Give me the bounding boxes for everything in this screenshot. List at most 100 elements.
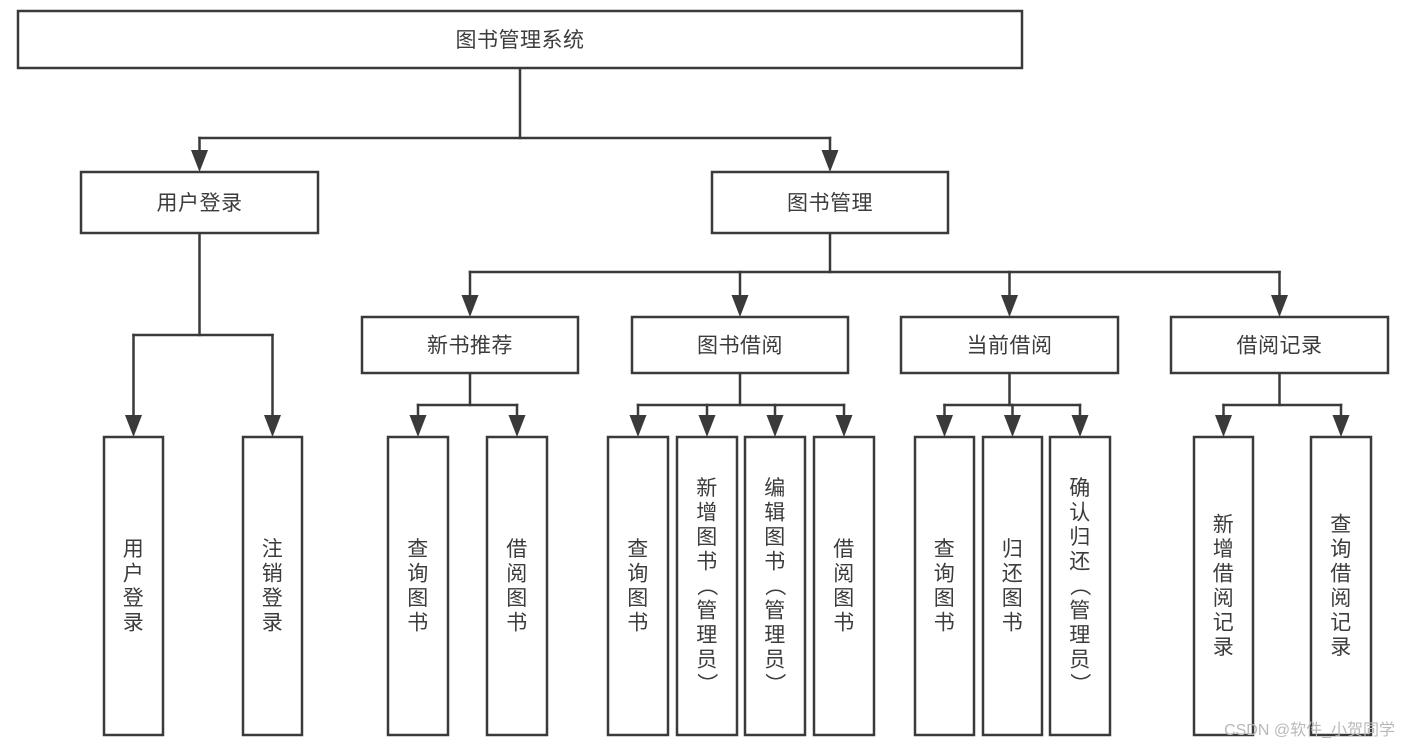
node-label-char: 录 bbox=[262, 612, 284, 635]
node-label-char: 录 bbox=[1330, 636, 1352, 659]
node-box-leaf-borrow-book[interactable] bbox=[812, 435, 876, 737]
connector-arrowhead bbox=[766, 415, 784, 437]
node-label-char: 图 bbox=[696, 526, 718, 549]
node-box-leaf-query-book-rec[interactable] bbox=[386, 435, 450, 737]
connector-arrowhead bbox=[698, 415, 716, 437]
node-label-leaf-logout: 注销登录 bbox=[262, 538, 284, 635]
node-label-root: 图书管理系统 bbox=[456, 29, 585, 52]
node-label-char: 书 bbox=[764, 550, 786, 573]
node-leaf-borrow-book[interactable]: 借阅图书 bbox=[812, 435, 876, 737]
node-borrow-record[interactable]: 借阅记录 bbox=[1169, 315, 1390, 375]
connector-arrowhead bbox=[1004, 415, 1021, 437]
node-label-char: 归 bbox=[1069, 526, 1091, 549]
node-label-char: 管 bbox=[1069, 599, 1091, 622]
node-label-char: 记 bbox=[1213, 612, 1235, 635]
node-box-user-login[interactable] bbox=[79, 170, 320, 235]
node-leaf-query-book-cur[interactable]: 查询图书 bbox=[913, 435, 976, 737]
node-layer: 图书管理系统用户登录图书管理新书推荐图书借阅当前借阅借阅记录用户登录注销登录查询… bbox=[16, 9, 1390, 737]
node-label-char: 阅 bbox=[1213, 587, 1235, 610]
node-label-char: 询 bbox=[627, 563, 649, 586]
node-label-char: 认 bbox=[1069, 501, 1091, 524]
node-book-borrow[interactable]: 图书借阅 bbox=[630, 315, 850, 375]
node-box-leaf-confirm-return[interactable] bbox=[1048, 435, 1112, 737]
node-label-char: 增 bbox=[696, 501, 718, 524]
connector-arrowhead bbox=[1071, 415, 1089, 437]
node-leaf-return-book[interactable]: 归还图书 bbox=[981, 435, 1044, 737]
node-label-char: 借 bbox=[1213, 563, 1235, 586]
connector-arrowhead bbox=[508, 415, 526, 437]
node-box-current-borrow[interactable] bbox=[899, 315, 1120, 375]
node-box-leaf-query-record[interactable] bbox=[1309, 435, 1373, 737]
node-label-char: 图 bbox=[407, 587, 429, 610]
node-label-char: 员 bbox=[1069, 648, 1091, 671]
node-label-leaf-query-book-cur: 查询图书 bbox=[934, 538, 956, 635]
node-label-char: 查 bbox=[934, 538, 956, 561]
connector-arrowhead bbox=[731, 295, 749, 317]
node-label-book-borrow: 图书借阅 bbox=[697, 335, 783, 358]
node-label-char: 管 bbox=[764, 599, 786, 622]
node-label-leaf-query-book-borrow: 查询图书 bbox=[627, 538, 649, 635]
node-box-book-manage[interactable] bbox=[710, 170, 950, 235]
node-box-leaf-query-book-borrow[interactable] bbox=[606, 435, 670, 737]
node-current-borrow[interactable]: 当前借阅 bbox=[899, 315, 1120, 375]
node-box-leaf-add-record[interactable] bbox=[1192, 435, 1255, 737]
node-label-char: 录 bbox=[123, 612, 145, 635]
node-label-char: 书 bbox=[833, 612, 855, 635]
node-leaf-add-book[interactable]: 新增图书（管理员） bbox=[675, 435, 739, 737]
node-label-char: 增 bbox=[1213, 538, 1235, 561]
node-label-current-borrow: 当前借阅 bbox=[967, 335, 1053, 358]
node-label-char: 书 bbox=[506, 612, 528, 635]
node-label-char: 询 bbox=[934, 563, 956, 586]
node-label-char: 借 bbox=[1330, 563, 1352, 586]
node-leaf-confirm-return[interactable]: 确认归还（管理员） bbox=[1048, 435, 1112, 737]
node-leaf-edit-book[interactable]: 编辑图书（管理员） bbox=[743, 435, 807, 737]
node-box-leaf-query-book-cur[interactable] bbox=[913, 435, 976, 737]
node-leaf-logout[interactable]: 注销登录 bbox=[241, 435, 304, 737]
node-label-char: 书 bbox=[1002, 612, 1024, 635]
connector-arrowhead bbox=[461, 295, 479, 317]
node-label-leaf-user-login: 用户登录 bbox=[123, 538, 145, 635]
node-box-leaf-logout[interactable] bbox=[241, 435, 304, 737]
node-label-char: 阅 bbox=[506, 563, 528, 586]
node-label-char: 管 bbox=[696, 599, 718, 622]
node-label-char: 书 bbox=[696, 550, 718, 573]
node-label-book-manage: 图书管理 bbox=[787, 192, 873, 215]
node-leaf-borrow-book-rec[interactable]: 借阅图书 bbox=[485, 435, 549, 737]
node-label-leaf-borrow-book: 借阅图书 bbox=[833, 538, 855, 635]
node-root[interactable]: 图书管理系统 bbox=[16, 9, 1024, 70]
node-box-leaf-return-book[interactable] bbox=[981, 435, 1044, 737]
node-box-borrow-record[interactable] bbox=[1169, 315, 1390, 375]
node-box-new-book-rec[interactable] bbox=[360, 315, 580, 375]
node-label-leaf-return-book: 归还图书 bbox=[1002, 538, 1024, 635]
node-label-char: 记 bbox=[1330, 612, 1352, 635]
connector-arrowhead bbox=[191, 150, 208, 172]
node-label-char: 图 bbox=[833, 587, 855, 610]
node-book-manage[interactable]: 图书管理 bbox=[710, 170, 950, 235]
node-leaf-query-book-borrow[interactable]: 查询图书 bbox=[606, 435, 670, 737]
node-leaf-query-record[interactable]: 查询借阅记录 bbox=[1309, 435, 1373, 737]
connector-arrowhead bbox=[821, 150, 839, 172]
node-label-char: 图 bbox=[934, 587, 956, 610]
node-box-leaf-add-book[interactable] bbox=[675, 435, 739, 737]
node-leaf-add-record[interactable]: 新增借阅记录 bbox=[1192, 435, 1255, 737]
node-leaf-user-login[interactable]: 用户登录 bbox=[102, 435, 165, 737]
node-label-char: 员 bbox=[764, 648, 786, 671]
node-label-char: （ bbox=[696, 575, 718, 598]
node-new-book-rec[interactable]: 新书推荐 bbox=[360, 315, 580, 375]
node-label-char: 图 bbox=[1002, 587, 1024, 610]
node-box-leaf-edit-book[interactable] bbox=[743, 435, 807, 737]
node-box-root[interactable] bbox=[16, 9, 1024, 70]
node-label-char: 销 bbox=[262, 563, 284, 586]
node-user-login[interactable]: 用户登录 bbox=[79, 170, 320, 235]
node-label-char: 借 bbox=[833, 538, 855, 561]
node-box-leaf-user-login[interactable] bbox=[102, 435, 165, 737]
connector-arrowhead bbox=[936, 415, 953, 437]
node-box-leaf-borrow-book-rec[interactable] bbox=[485, 435, 549, 737]
node-box-book-borrow[interactable] bbox=[630, 315, 850, 375]
node-label-char: 还 bbox=[1069, 550, 1091, 573]
node-label-char: 图 bbox=[627, 587, 649, 610]
node-leaf-query-book-rec[interactable]: 查询图书 bbox=[386, 435, 450, 737]
node-label-char: 查 bbox=[407, 538, 429, 561]
node-label-char: 图 bbox=[506, 587, 528, 610]
